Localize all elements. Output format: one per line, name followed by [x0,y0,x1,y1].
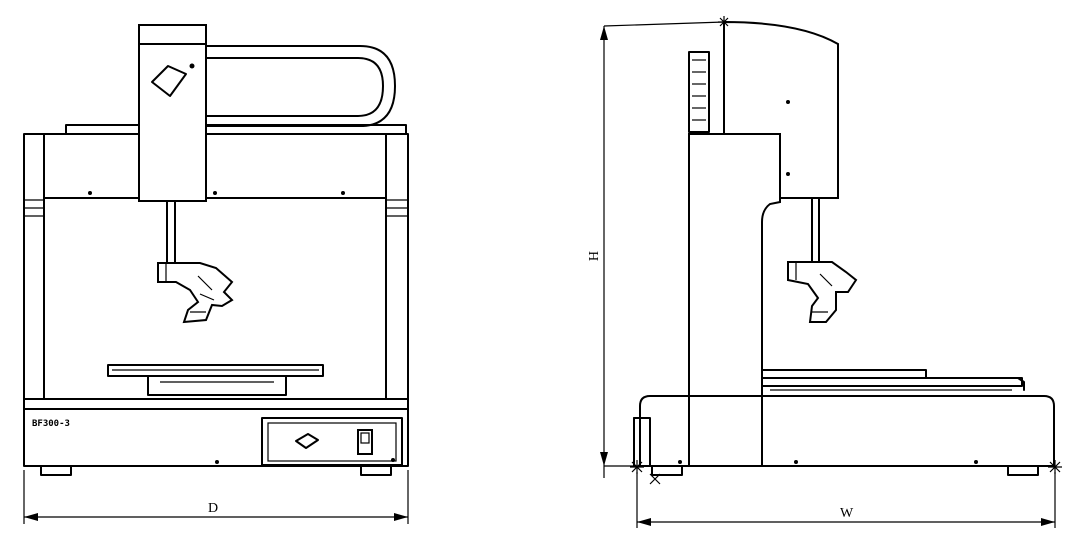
side-base-screw-1 [794,460,798,464]
dim-d-label: D [208,501,218,516]
side-head-screw-2 [786,172,790,176]
front-control-panel [261,417,403,466]
side-soldering-head [787,261,858,323]
side-marker-top [718,16,730,28]
dim-d-arrow-right [394,513,408,521]
front-carriage-indicator [189,63,195,69]
dim-d-arrow-left [24,513,38,521]
dim-h-arrow-bottom [600,452,608,466]
side-y-rail-end [1017,377,1025,391]
front-foot-right [360,465,392,476]
side-marker-foot [649,473,661,485]
side-table-top [761,369,927,379]
front-base [23,408,409,467]
front-screw-2 [213,191,217,195]
side-y-rail [761,377,1023,387]
front-table-support [147,375,287,396]
front-panel-logo-icon [295,433,319,449]
front-base-screw [215,460,219,464]
front-main-frame [23,133,409,400]
front-carriage-logo-icon [151,65,187,97]
dim-h-label: H [587,251,602,261]
front-spindle-shaft [166,200,176,264]
side-soldering-head-detail [795,262,833,313]
side-column [688,133,781,467]
side-marker-bottom-right [1048,460,1062,474]
side-foot-back [1007,465,1039,476]
front-screw-1 [88,191,92,195]
front-cable-chain-outer [204,45,396,127]
front-soldering-head [157,262,234,324]
side-foot-front [651,465,683,476]
front-view: BF300-3 D [23,24,409,524]
side-marker-bottom-left [630,460,644,474]
dim-h-ext-top [603,21,725,27]
front-brand-label: BF300-3 [32,419,70,429]
front-base-top [23,398,409,410]
side-base-front-lip [633,417,651,467]
front-power-switch [357,429,373,455]
side-base-screw-3 [678,460,682,464]
side-spindle-shaft [811,197,820,263]
front-foot-left [40,465,72,476]
side-cable-chain [688,51,710,133]
front-power-switch-rocker [360,432,370,444]
side-head-screw-1 [786,100,790,104]
front-screw-3 [341,191,345,195]
front-cable-chain-inner [204,57,384,117]
front-control-panel-inner [267,422,397,462]
dim-w-arrow-right [1041,518,1055,526]
side-base [639,395,1055,467]
dim-w-arrow-left [637,518,651,526]
dim-h-arrow-top [600,26,608,40]
front-z-carriage [138,24,207,202]
side-base-screw-2 [974,460,978,464]
side-view: H [587,16,1062,528]
front-panel-screw [391,458,395,462]
front-soldering-head-detail [165,263,215,313]
dim-w-label: W [840,506,854,521]
